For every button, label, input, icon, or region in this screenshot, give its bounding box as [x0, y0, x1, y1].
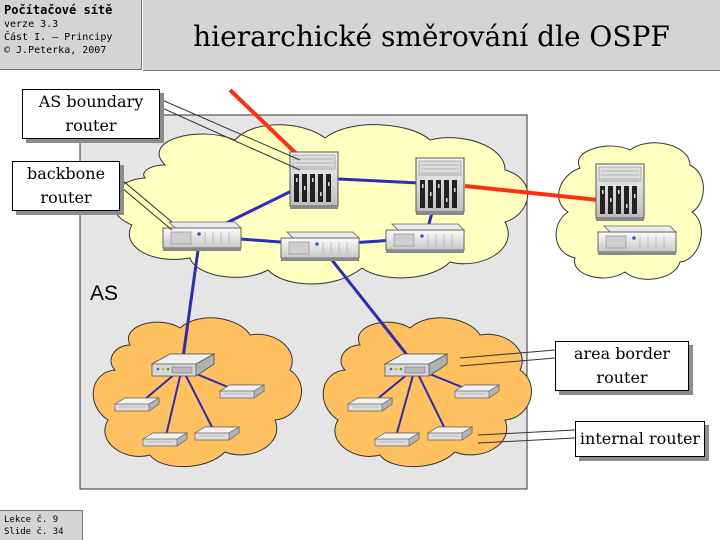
- slide-number: Slide č. 34: [4, 527, 64, 537]
- slide-footer: Lekce č. 9 Slide č. 34: [0, 510, 83, 540]
- external-link-top: [228, 88, 307, 164]
- backbone-boundary-router-icon: [415, 157, 465, 216]
- external-link-right: [464, 184, 599, 202]
- as-boundary-router-callout: AS boundary router: [22, 89, 160, 139]
- as-boundary-router-icon: [289, 151, 339, 210]
- course-copyright: © J.Peterka, 2007: [4, 45, 107, 56]
- backbone-router-callout: backbone router: [12, 161, 120, 211]
- internal-router-callout: internal router: [575, 421, 705, 457]
- backbone-router-right-icon: [385, 223, 465, 254]
- area-border-router-callout: area border router: [555, 341, 689, 391]
- course-info: Počítačové sítě verze 3.3 Část I. – Prin…: [0, 0, 142, 70]
- callout-line: router: [40, 188, 92, 207]
- course-part: Část I. – Principy: [4, 32, 113, 43]
- title-band: hierarchické směrování dle OSPF: [143, 0, 720, 71]
- backbone-router-center-icon: [280, 231, 360, 262]
- course-name: Počítačové sítě: [4, 3, 113, 17]
- slide-title: hierarchické směrování dle OSPF: [193, 20, 670, 53]
- callout-line: area border: [573, 344, 671, 363]
- callout-line: backbone: [26, 164, 106, 183]
- external-router-icon: [595, 163, 645, 222]
- callout-leaders: [121, 99, 576, 444]
- link-backbone-left-area: [180, 235, 202, 366]
- external-desk-router-icon: [597, 225, 677, 256]
- callout-line: internal router: [579, 429, 701, 448]
- callout-line: AS boundary: [38, 92, 144, 111]
- external-links: [228, 88, 599, 202]
- left-area-cloud: [92, 317, 302, 468]
- backbone-router-left-icon: [162, 221, 242, 252]
- lesson-number: Lekce č. 9: [4, 515, 59, 525]
- link-backbone-center-area: [318, 244, 417, 366]
- callout-line: router: [596, 368, 648, 387]
- callout-line: router: [65, 116, 117, 135]
- course-version: verze 3.3: [4, 19, 59, 30]
- as-label: AS: [90, 282, 119, 305]
